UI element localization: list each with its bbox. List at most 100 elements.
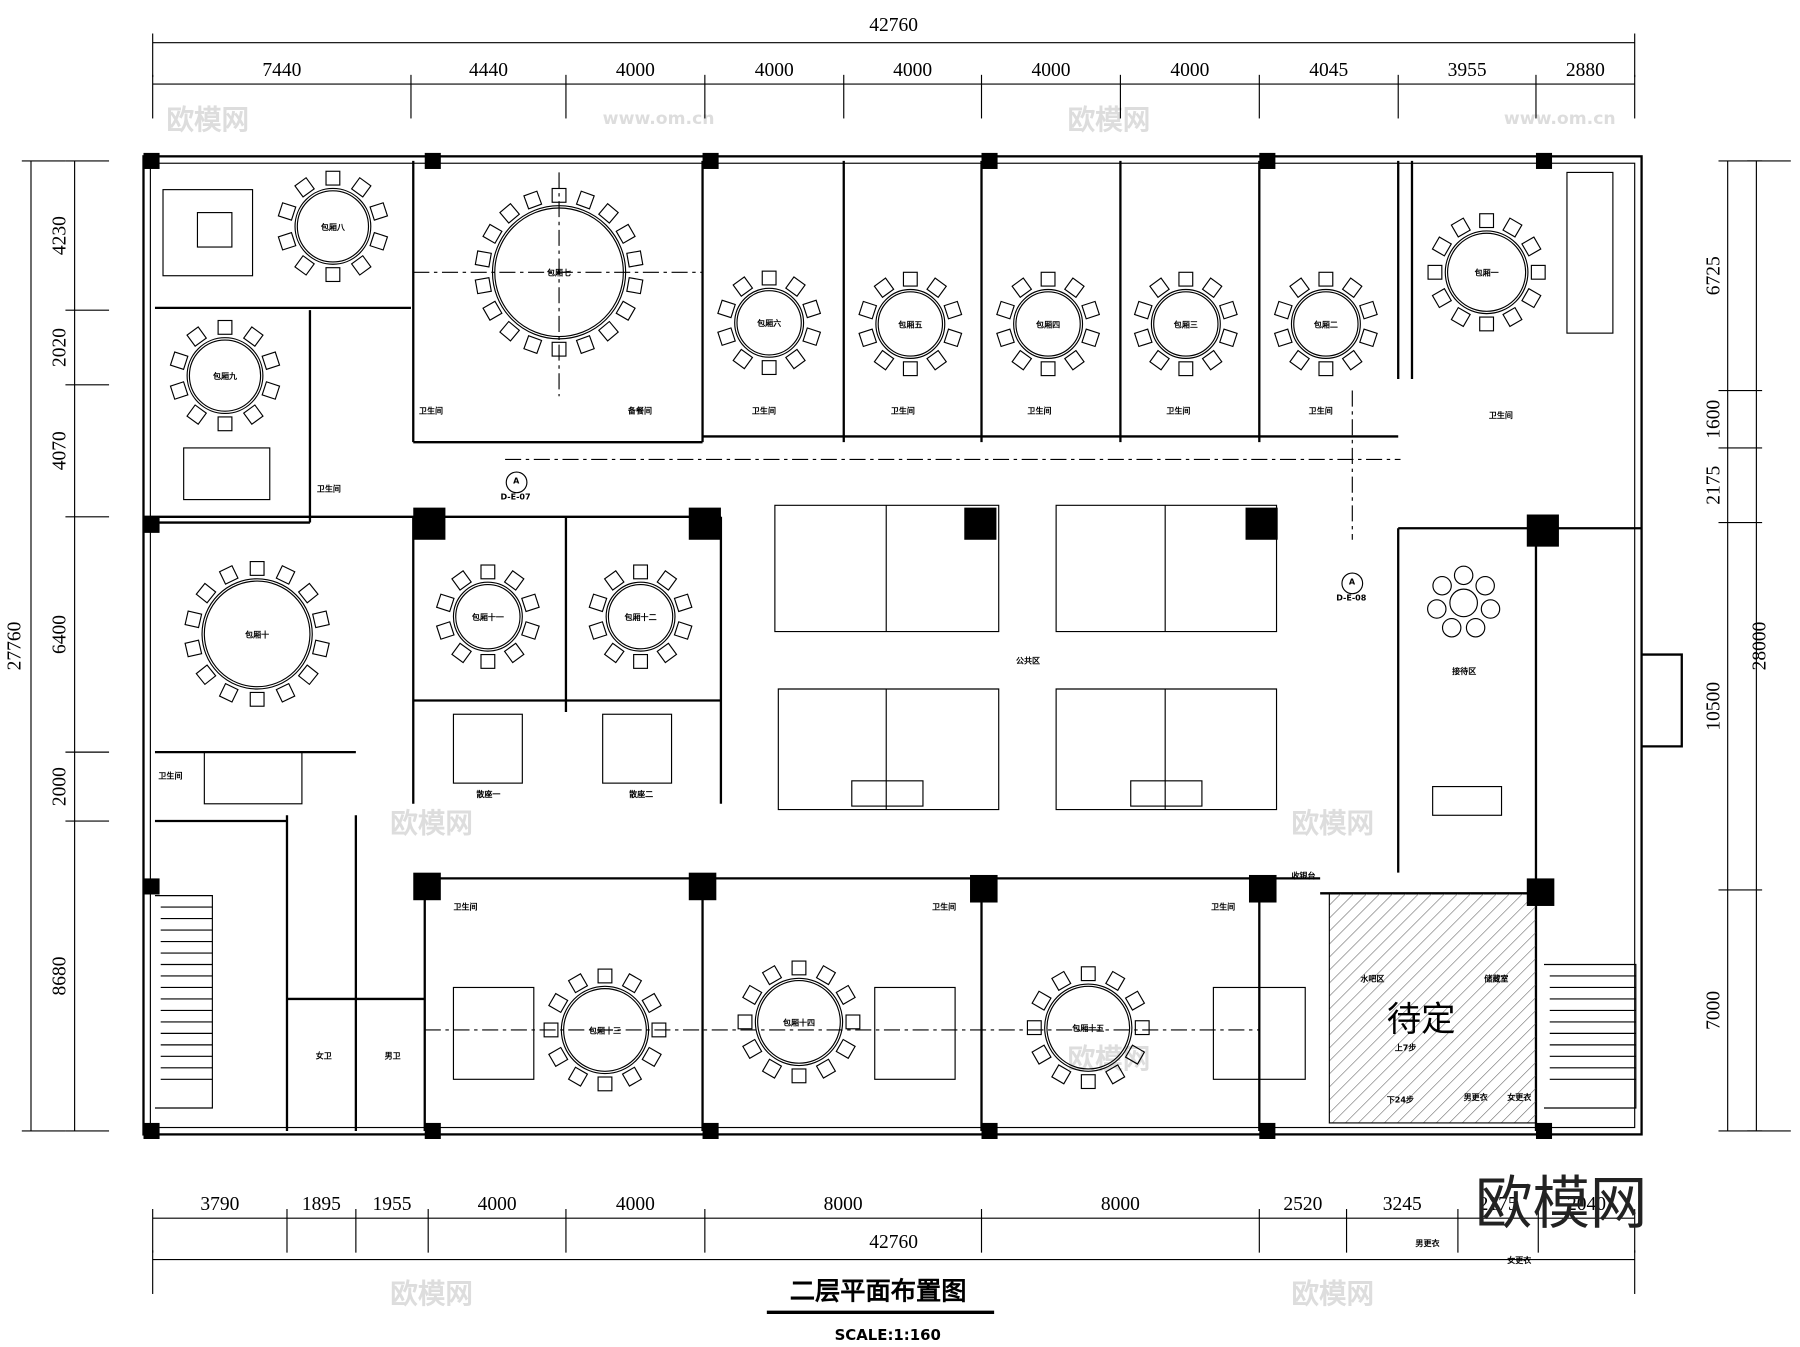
column [702,152,719,169]
chair [297,664,319,686]
chair [1431,287,1453,309]
room-label: 包厢四 [1035,319,1060,329]
chair [451,570,472,591]
watermark: www.om.cn [1504,109,1616,129]
chair [1124,1044,1146,1065]
chair [1178,361,1194,377]
chair [737,1014,753,1030]
table-top-inner [1447,232,1527,312]
chair [1219,328,1238,348]
chair [482,223,503,245]
toilet-label: 卫生间 [1027,405,1051,415]
toilet-label: 卫生间 [158,771,182,781]
table-top [1444,230,1529,315]
chair [633,653,649,669]
dimension-label: 27760 [5,622,26,671]
chair [1502,306,1523,328]
room-label: 包厢十二 [624,612,657,622]
chair [1465,617,1486,638]
dimension-label: 7000 [1704,991,1725,1030]
toilet-label: 卫生间 [317,484,341,494]
dimension-label: 42760 [869,15,918,36]
dimension-label: 2175 [1704,466,1725,505]
chair [1133,300,1153,320]
chair [1040,271,1056,287]
chair [249,691,265,707]
dimension-label: 28000 [1750,622,1771,671]
chair [1432,575,1452,596]
chair [1431,236,1453,257]
tbd-zone: 待定 [1328,892,1537,1124]
chair [186,404,208,426]
table-top [294,187,372,265]
toilet-label: 卫生间 [1309,405,1333,415]
room-label: 包厢十五 [1071,1023,1104,1033]
chair [615,223,636,245]
chair [597,202,620,224]
cashier-label: 收银台 [1291,870,1315,880]
chair [996,300,1015,320]
chair [761,964,783,986]
dimension-label: 2880 [1566,60,1605,81]
chair [169,381,189,400]
chair [626,250,644,268]
chair [242,404,264,426]
toilet-label: 卫生间 [932,901,956,911]
chair [480,653,496,669]
womens-changing-label: 女更衣 [1507,1092,1532,1102]
chair [195,664,217,686]
round-table-r2: 包厢二 [1273,271,1378,377]
public-area-label: 公共区 [1016,656,1040,666]
round-table-r15: 包厢十五 [1026,966,1150,1090]
chair [217,416,233,432]
booth-label: 散座二 [629,789,653,799]
chair [277,202,297,221]
table-top-inner [1153,291,1219,357]
chair [218,682,239,703]
chair [621,973,643,994]
watermark: 欧模网 [1068,104,1151,136]
chair [1040,361,1056,377]
dimension-label: 1895 [302,1194,341,1215]
dimension-label: 2000 [49,767,70,806]
table-top-inner [1046,985,1131,1070]
chair [1026,1020,1042,1036]
toilet-label: 卫生间 [419,405,443,415]
column [143,878,160,895]
round-table-r9: 包厢九 [169,319,281,432]
chair [575,334,595,355]
mens-changing-note: 男更衣 [1415,1238,1440,1248]
dimension-label: 42760 [869,1232,918,1253]
chair [451,642,472,664]
table-top-inner [203,580,311,688]
chair [1427,599,1447,619]
chair [1080,966,1096,982]
womens-restroom-label: 女卫 [316,1051,332,1061]
chair [369,231,389,251]
dimension-label: 3245 [1383,1194,1422,1215]
table-top [875,288,946,359]
dimension-label: 2175 [1479,1194,1518,1215]
table-top-inner [736,290,802,356]
chair [1105,970,1126,992]
chair [482,300,503,321]
column [981,1122,998,1139]
chair [785,276,806,298]
chair [1105,1064,1126,1085]
chair [873,349,895,371]
dimension-label: 10500 [1704,682,1725,731]
chair [926,349,948,371]
column [424,1122,441,1139]
table-top-inner [563,988,647,1072]
tbd-label: 待定 [1387,1000,1456,1040]
chair [1441,617,1462,638]
chair [802,299,822,319]
sofa-sets [162,171,1614,1080]
chair [603,642,625,664]
chair [1149,277,1170,299]
dimension-label: 3955 [1448,60,1487,81]
chair [480,564,496,580]
chair [195,582,217,604]
chair [551,187,567,203]
